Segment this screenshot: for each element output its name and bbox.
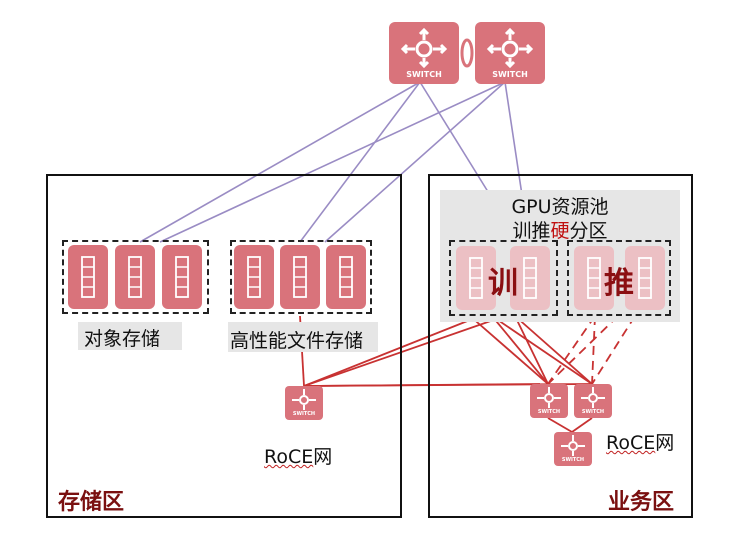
business-switch-label: SWITCH: [537, 409, 561, 415]
router-arrows-icon: [400, 27, 448, 69]
server-icon: [523, 257, 537, 299]
hpfs-label: 高性能文件存储: [230, 330, 364, 352]
roce-link-d3: [591, 315, 596, 385]
hpfs-group: [230, 240, 372, 314]
business-roce-prefix: RoCE: [606, 432, 656, 454]
object-storage-group: [62, 240, 209, 314]
roce-link-d2: [547, 315, 619, 385]
pool-subtitle-b: 硬: [550, 220, 570, 242]
router-arrows-icon: [561, 435, 585, 456]
hpfs-server: [326, 245, 366, 309]
business-roce-switch: SWITCH: [574, 384, 612, 418]
hpfs-label-bg: [228, 322, 378, 352]
object-storage-server: [115, 245, 155, 309]
core-link-1: [139, 81, 421, 243]
storage-roce-label: RoCE网: [264, 442, 332, 469]
roce-link-b4: [491, 315, 593, 385]
gpu-pool-subtitle: 训推硬分区: [440, 216, 680, 243]
router-arrows-icon: [292, 389, 316, 410]
roce-link-b6: [547, 417, 573, 433]
train-server: [456, 246, 496, 310]
pool-subtitle-c: 分区: [569, 220, 608, 242]
core-link-5: [324, 81, 506, 243]
business-switch-label: SWITCH: [561, 457, 585, 463]
server-icon: [293, 256, 307, 298]
server-icon: [469, 257, 483, 299]
business-roce-suffix: 网: [655, 432, 675, 454]
server-icon: [175, 256, 189, 298]
roce-link-b2: [491, 315, 549, 385]
object-storage-server: [162, 245, 202, 309]
infer-server: [574, 246, 614, 310]
stack-link-icon: [460, 38, 474, 68]
core-switch-label: SWITCH: [406, 70, 442, 79]
storage-roce-switch: SWITCH: [285, 386, 323, 420]
business-zone-title: 业务区: [608, 490, 675, 515]
core-link-4: [159, 81, 506, 243]
roce-link-b7: [571, 417, 593, 433]
roce-link-b3: [514, 315, 549, 385]
roce-link-d1: [547, 315, 596, 385]
business-roce-label: RoCE网: [606, 428, 674, 455]
object-storage-label: 对象存储: [84, 328, 161, 350]
core-switch: SWITCH: [389, 22, 459, 84]
server-icon: [81, 256, 95, 298]
roce-links-dashed: [547, 315, 636, 385]
router-arrows-icon: [537, 387, 561, 408]
train-label: 训: [488, 266, 518, 301]
core-link-3: [419, 81, 491, 196]
router-arrows-icon: [486, 27, 534, 69]
roce-link-s2: [303, 315, 481, 387]
core-switch: SWITCH: [475, 22, 545, 84]
roce-link-b1: [469, 315, 549, 385]
core-links: [139, 81, 523, 243]
roce-link-s3: [303, 315, 506, 387]
infer-server: [625, 246, 665, 310]
hpfs-server: [234, 245, 274, 309]
storage-zone-box: [46, 174, 402, 518]
business-roce-switch: SWITCH: [530, 384, 568, 418]
infer-label: 推: [604, 266, 634, 301]
core-link-2: [299, 81, 421, 243]
infer-group: [567, 240, 671, 316]
core-link-6: [504, 81, 523, 196]
server-icon: [128, 256, 142, 298]
server-icon: [638, 257, 652, 299]
object-storage-server: [68, 245, 108, 309]
roce-links-business: [469, 315, 593, 433]
business-zone-box: [428, 174, 693, 518]
core-switch-label: SWITCH: [492, 70, 528, 79]
server-icon: [339, 256, 353, 298]
server-icon: [587, 257, 601, 299]
storage-zone-title: 存储区: [58, 490, 125, 515]
business-switch-label: SWITCH: [581, 409, 605, 415]
roce-link-d4: [591, 315, 636, 385]
business-roce-switch: SWITCH: [554, 432, 592, 466]
train-group: [449, 240, 558, 316]
hpfs-server: [280, 245, 320, 309]
router-arrows-icon: [581, 387, 605, 408]
storage-roce-prefix: RoCE: [264, 446, 314, 468]
server-icon: [247, 256, 261, 298]
object-storage-label-bg: [78, 322, 182, 350]
roce-link-b5: [514, 315, 593, 385]
train-server: [510, 246, 550, 310]
pool-subtitle-a: 训推: [512, 220, 551, 242]
gpu-pool-title: GPU资源池: [511, 196, 609, 218]
storage-switch-label: SWITCH: [292, 411, 316, 417]
storage-roce-suffix: 网: [313, 446, 333, 468]
